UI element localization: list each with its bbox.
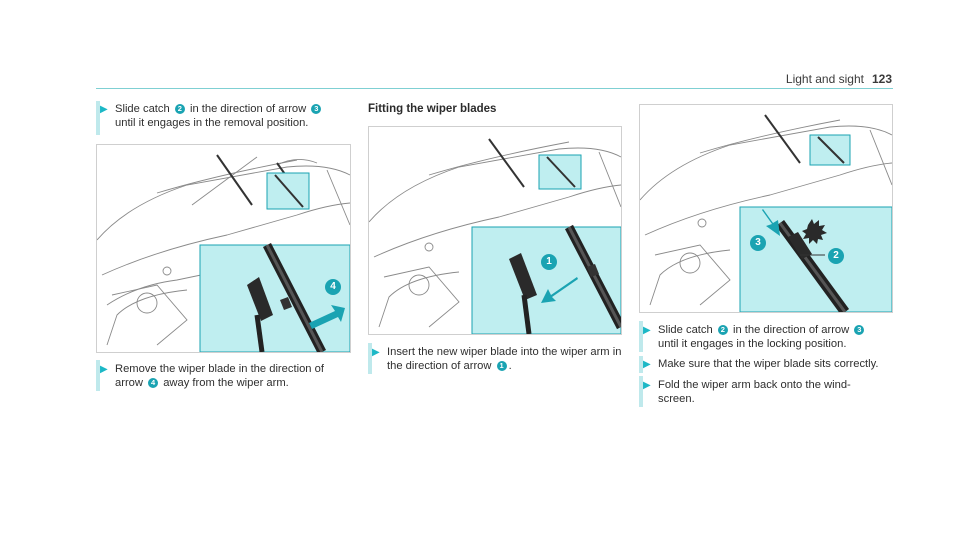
car-illustration: [369, 138, 621, 334]
figure-insert-blade: 1: [368, 126, 622, 335]
callout-number: 2: [717, 325, 728, 335]
page-number: 123: [871, 72, 892, 86]
bullet-arrow-icon: ▶: [643, 380, 651, 391]
step-bar: [368, 343, 372, 374]
figure-callout: 1: [541, 254, 557, 270]
step-bar: [96, 101, 100, 135]
bullet-arrow-icon: ▶: [100, 364, 108, 375]
callout-number: 1: [496, 360, 507, 371]
figure-lock-blade: 3 2: [639, 104, 893, 313]
callout-number: 2: [174, 104, 185, 114]
bullet-arrow-icon: ▶: [372, 347, 380, 358]
col1-step2: ▶ Remove the wiper blade in the directio…: [100, 363, 324, 389]
step-bar: [96, 360, 100, 391]
step-bar: [639, 376, 643, 407]
callout-number: 4: [148, 377, 159, 388]
col1-step1: ▶ Slide catch 2 in the direction of arro…: [100, 103, 345, 130]
car-illustration: [640, 114, 892, 312]
section-heading: Fitting the wiper blades: [368, 103, 497, 115]
col3-step3: ▶ Fold the wiper arm back onto the wind-…: [643, 379, 851, 405]
figure-callout: 3: [750, 235, 766, 251]
callout-number: 3: [854, 325, 865, 335]
figure-remove-blade: 4: [96, 144, 351, 353]
bullet-arrow-icon: ▶: [100, 104, 108, 115]
section-title: Light and sight: [785, 72, 864, 86]
header-rule: [96, 88, 893, 89]
car-illustration: [97, 154, 350, 352]
running-header: Light and sight 123: [786, 72, 892, 86]
step-bar: [639, 321, 643, 352]
figure-callout: 4: [325, 279, 341, 295]
col2-step1: ▶ Insert the new wiper blade into the wi…: [372, 346, 622, 372]
bullet-arrow-icon: ▶: [643, 359, 651, 370]
bullet-arrow-icon: ▶: [643, 325, 651, 336]
figure-callout: 2: [828, 248, 844, 264]
col3-step1: ▶ Slide catch 2 in the direction of arro…: [643, 324, 893, 351]
callout-number: 3: [311, 104, 322, 114]
col3-step2: ▶ Make sure that the wiper blade sits co…: [643, 358, 879, 370]
step-bar: [639, 356, 643, 373]
